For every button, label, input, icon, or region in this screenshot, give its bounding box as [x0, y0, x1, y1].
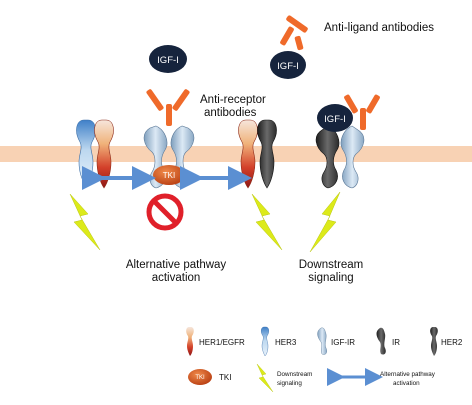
lightning-bolt-icon	[309, 191, 341, 253]
anti-ligand-label: Anti-ligand antibodies	[324, 22, 434, 34]
igf-ligand-top: IGF-I	[270, 51, 306, 79]
legend-lightning-bolt-icon	[256, 363, 274, 393]
receptor-igf-ir-far-right	[340, 125, 365, 189]
no-sign-icon	[146, 193, 184, 231]
igf-ligand-right: IGF-I	[317, 104, 353, 132]
legend-downstream-label-line1: Downstream	[277, 371, 312, 378]
legend-alt-label-line2: activation	[393, 380, 420, 387]
legend-tki-swatch	[188, 369, 212, 385]
downstream-label-line2: signaling	[308, 272, 353, 284]
igf-ligand-top-label: IGF-I	[277, 61, 299, 72]
igf-ligand-center: IGF-I	[149, 45, 187, 73]
igf-ligand-center-label: IGF-I	[157, 55, 179, 66]
legend-her3-swatch	[261, 326, 269, 357]
legend-igf-ir-swatch	[317, 327, 327, 355]
legend-downstream-label-line2: signaling	[277, 380, 302, 387]
tki-inhibitor-badge: TKI	[153, 165, 185, 185]
anti-receptor-label-line2: antibodies	[204, 107, 257, 119]
receptor-ir-far-right	[315, 125, 340, 189]
legend-ir-label: IR	[392, 338, 400, 347]
anti-ligand-antibody-bound-icon	[344, 94, 380, 130]
legend-her2-label: HER2	[441, 338, 463, 347]
legend-her1-swatch	[186, 327, 194, 356]
alt-pathway-label-line2: activation	[152, 272, 201, 284]
anti-receptor-antibody-icon	[146, 89, 190, 126]
legend-tki-label: TKI	[219, 373, 231, 382]
anti-receptor-label-line1: Anti-receptor	[200, 94, 266, 106]
anti-ligand-antibody-free-icon	[280, 15, 308, 51]
legend: HER1/EGFR HER3 IGF-IR IR HER2 TKI TKI Do…	[186, 326, 463, 393]
legend-her1-label: HER1/EGFR	[199, 338, 245, 347]
legend-her3-label: HER3	[275, 338, 297, 347]
legend-alt-label-line1: Alternative pathway	[380, 371, 436, 378]
legend-her2-swatch	[430, 327, 438, 356]
legend-tki-badge-label: TKI	[195, 375, 205, 381]
cell-membrane	[0, 146, 472, 162]
legend-igf-ir-label: IGF-IR	[331, 338, 355, 347]
lightning-bolt-icon	[69, 193, 101, 251]
downstream-label-line1: Downstream	[299, 259, 364, 271]
lightning-bolt-icon	[251, 193, 283, 251]
tki-badge-label: TKI	[163, 171, 175, 180]
igf-ligand-right-label: IGF-I	[324, 114, 346, 125]
receptor-her2-right	[257, 119, 277, 189]
alt-pathway-label-line1: Alternative pathway	[126, 259, 227, 271]
legend-ir-swatch	[376, 327, 386, 355]
